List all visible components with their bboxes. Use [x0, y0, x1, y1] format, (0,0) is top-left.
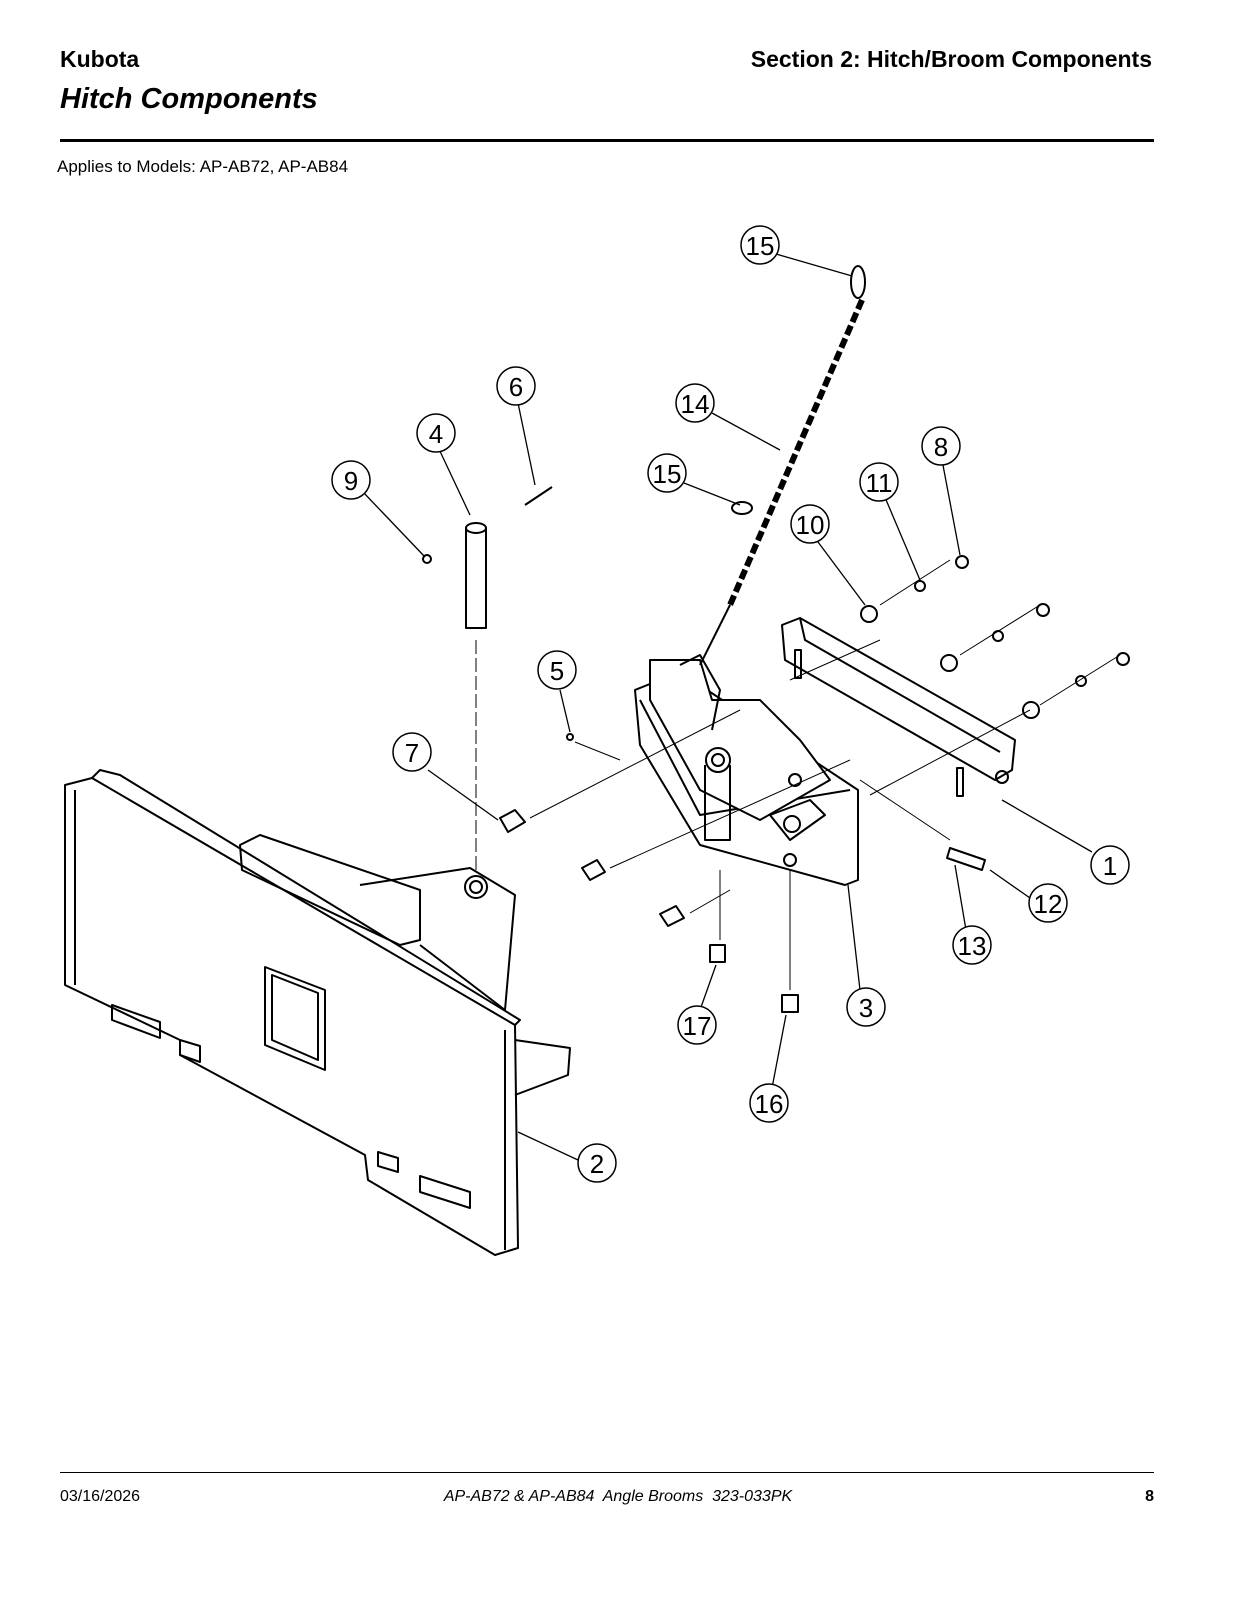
callout-15-top: 15: [740, 225, 780, 265]
svg-text:11: 11: [866, 468, 893, 498]
callout-8: 8: [921, 426, 961, 466]
attach-plate: [64, 769, 571, 1256]
pivot-bracket: [634, 654, 859, 886]
washer: [860, 605, 878, 623]
svg-text:1: 1: [1103, 851, 1117, 881]
assembly-lines: [475, 559, 1121, 990]
spacer: [781, 994, 799, 1013]
page-number: 8: [1145, 1488, 1154, 1505]
svg-text:7: 7: [405, 738, 419, 768]
header-brand: Kubota: [60, 46, 140, 72]
callout-6: 6: [496, 366, 536, 406]
svg-text:2: 2: [590, 1149, 604, 1179]
svg-text:5: 5: [550, 656, 564, 686]
clevis-pin: [946, 847, 986, 871]
svg-text:12: 12: [1034, 889, 1063, 919]
callout-12: 12: [1028, 883, 1068, 923]
svg-text:14: 14: [681, 389, 710, 419]
callout-2: 2: [577, 1143, 617, 1183]
footer-document-title: AP-AB72 & AP-AB84 Angle Brooms 323-033PK: [443, 1488, 793, 1505]
diagram-parts: [64, 265, 1130, 1256]
nut: [955, 555, 969, 569]
svg-text:8: 8: [934, 432, 948, 462]
callout-11: 11: [859, 462, 899, 502]
page-title: Hitch Components: [60, 83, 318, 115]
hitch-exploded-diagram: 15 14 15 6 4 9 8 11 10 5 7 1 12 13 3 17 …: [64, 225, 1130, 1256]
svg-text:10: 10: [796, 510, 825, 540]
leader-lines: [362, 253, 1093, 1161]
bolt: [581, 859, 606, 881]
footer-date: 03/16/2026: [60, 1488, 141, 1505]
svg-text:13: 13: [958, 931, 987, 961]
lock-washer: [992, 630, 1004, 642]
svg-text:15: 15: [653, 459, 682, 489]
cotter-pin: [524, 486, 553, 506]
svg-text:6: 6: [509, 372, 523, 402]
spacer: [709, 944, 726, 963]
callout-5: 5: [537, 650, 577, 690]
grease-fitting: [566, 733, 574, 741]
svg-text:9: 9: [344, 466, 358, 496]
bolt: [659, 905, 685, 927]
callout-14: 14: [675, 383, 715, 423]
svg-text:4: 4: [429, 419, 443, 449]
mounting-channel: [781, 617, 1016, 797]
svg-text:15: 15: [746, 231, 775, 261]
header-rule: [60, 139, 1154, 142]
header-section: Section 2: Hitch/Broom Components: [750, 46, 1152, 72]
washer: [1022, 701, 1040, 719]
applies-to-models: Applies to Models: AP-AB72, AP-AB84: [57, 157, 349, 176]
nut: [1116, 652, 1130, 666]
callout-1: 1: [1090, 845, 1130, 885]
callout-7: 7: [392, 732, 432, 772]
nut: [1036, 603, 1050, 617]
callout-10: 10: [790, 504, 830, 544]
callouts: 15 14 15 6 4 9 8 11 10 5 7 1 12 13 3 17 …: [331, 225, 1130, 1183]
pin: [465, 522, 487, 629]
svg-text:17: 17: [683, 1011, 712, 1041]
callout-17: 17: [677, 1005, 717, 1045]
callout-9: 9: [331, 460, 371, 500]
footer-rule: [60, 1472, 1154, 1473]
svg-text:3: 3: [859, 993, 873, 1023]
callout-3: 3: [846, 987, 886, 1027]
callout-15-mid: 15: [647, 453, 687, 493]
washer: [940, 654, 958, 672]
lock-washer: [914, 580, 926, 592]
callout-16: 16: [749, 1083, 789, 1123]
bolt: [499, 809, 526, 833]
chain-link-mid: [731, 501, 753, 515]
cotter-pin: [422, 554, 432, 564]
svg-text:16: 16: [755, 1089, 784, 1119]
callout-13: 13: [952, 925, 992, 965]
chain-link-top: [850, 265, 866, 299]
lock-washer: [1075, 675, 1087, 687]
callout-4: 4: [416, 413, 456, 453]
chain: [699, 298, 865, 666]
